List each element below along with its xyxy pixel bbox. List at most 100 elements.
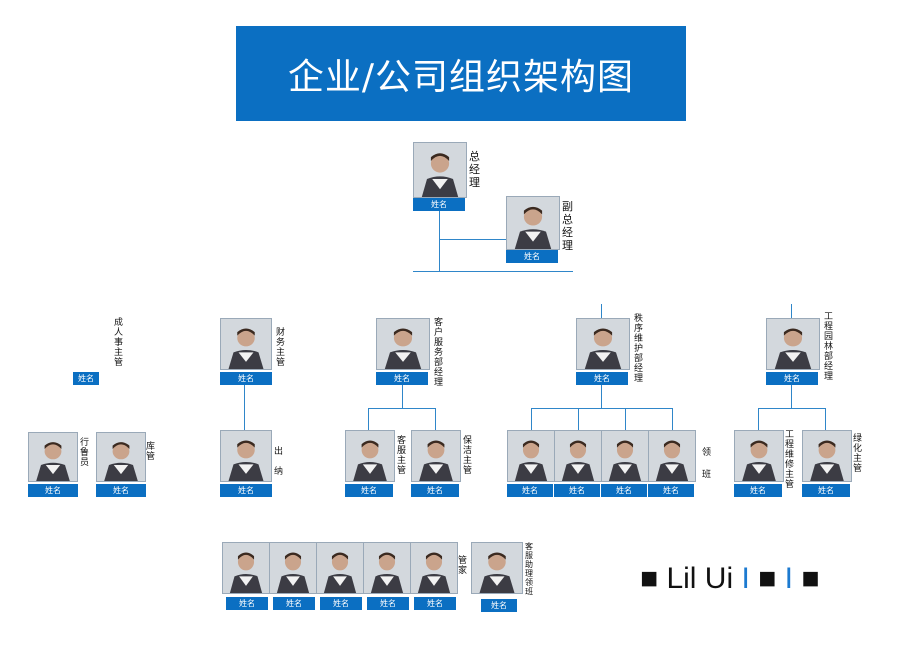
chart-title: 企业/公司组织架构图 — [236, 26, 686, 121]
node-cs-supervisor: 姓名 客服主管 — [345, 430, 411, 497]
person-photo — [766, 318, 820, 370]
connector — [402, 384, 403, 408]
name-tag: 姓名 — [554, 484, 600, 497]
connector — [758, 408, 826, 409]
footer-brand: ■ Lil Ui I ■ I ■ — [640, 562, 819, 596]
node-team-member: 姓名 — [648, 430, 696, 497]
node-housekeeper: 姓名 — [222, 542, 270, 612]
person-photo — [269, 542, 317, 594]
node-housekeeper: 姓名 — [410, 542, 458, 612]
name-tag: 姓名 — [220, 372, 272, 385]
node-security-manager: 姓名 秩序维护部经理 — [576, 314, 656, 385]
role-label: 客服助理领班 — [525, 542, 533, 596]
person-photo — [648, 430, 696, 482]
name-tag: 姓名 — [734, 484, 782, 497]
connector — [413, 271, 573, 272]
name-tag: 姓名 — [226, 597, 268, 610]
role-label: 绿化主管 — [853, 434, 863, 474]
node-team-member: 姓名 — [554, 430, 602, 497]
name-tag: 姓名 — [96, 484, 146, 497]
person-photo — [802, 430, 852, 482]
square-mark: ■ — [801, 562, 820, 595]
person-photo — [576, 318, 630, 370]
role-label: 成人事主管 — [114, 318, 124, 368]
name-tag: 姓名 — [413, 198, 465, 211]
role-label: 库管 — [146, 442, 156, 462]
node-warehouse: 姓名 库管 — [96, 432, 162, 498]
person-photo — [376, 318, 430, 370]
connector — [601, 384, 602, 408]
node-finance-manager: 姓名 财务主管 — [220, 318, 290, 385]
connector — [578, 408, 579, 430]
name-tag: 姓名 — [414, 597, 456, 610]
name-tag: 姓名 — [766, 372, 818, 385]
node-cashier: 姓名 出纳 — [220, 430, 290, 497]
name-tag: 姓名 — [320, 597, 362, 610]
connector — [531, 408, 672, 409]
name-tag: 姓名 — [345, 484, 393, 497]
name-tag: 姓名 — [376, 372, 428, 385]
brand-text: ■ Lil Ui — [640, 562, 734, 595]
square-mark: ■ — [758, 562, 777, 595]
node-cs-manager: 姓名 客户服务部经理 — [376, 318, 456, 388]
person-photo — [507, 430, 555, 482]
connector — [439, 239, 506, 240]
role-label: 保洁主管 — [463, 436, 473, 476]
person-photo — [413, 142, 467, 198]
role-label: 财务主管 — [276, 328, 286, 368]
connector — [672, 408, 673, 430]
name-tag: 姓名 — [220, 484, 272, 497]
node-admin-staff: 姓名 行鲁员 — [28, 432, 94, 498]
person-photo — [222, 542, 270, 594]
node-team-member: 姓名 — [601, 430, 649, 497]
connector — [435, 408, 436, 430]
name-tag: 姓名 — [601, 484, 647, 497]
connector — [625, 408, 626, 430]
chart-title-text: 企业/公司组织架构图 — [287, 56, 635, 98]
bar-mark: I — [741, 562, 750, 595]
connector — [368, 408, 436, 409]
name-tag: 姓名 — [648, 484, 694, 497]
bar-mark: I — [784, 562, 793, 595]
role-label: 客户服务部经理 — [434, 318, 444, 388]
name-tag: 姓名 — [367, 597, 409, 610]
person-photo — [345, 430, 395, 482]
person-photo — [220, 430, 272, 482]
role-label: 副总经理 — [562, 200, 573, 252]
node-housekeeper: 姓名 — [316, 542, 364, 612]
node-cs-assistant: 姓名 客服助理领班 — [471, 542, 541, 612]
node-greening-supervisor: 姓名 绿化主管 — [802, 430, 868, 497]
name-tag: 姓名 — [73, 372, 99, 385]
person-photo — [316, 542, 364, 594]
name-tag: 姓名 — [576, 372, 628, 385]
role-label: 总经理 — [469, 150, 480, 189]
connector — [531, 408, 532, 430]
connector — [791, 304, 792, 318]
node-housekeeper: 姓名 — [269, 542, 317, 612]
connector — [368, 408, 369, 430]
person-photo — [471, 542, 523, 594]
connector — [758, 408, 759, 430]
person-photo — [363, 542, 411, 594]
person-photo — [28, 432, 78, 482]
person-photo — [220, 318, 272, 370]
person-photo — [96, 432, 146, 482]
role-label: 工程维修主管 — [785, 430, 795, 490]
name-tag: 姓名 — [28, 484, 78, 497]
node-deputy-gm: 姓名 副总经理 — [506, 196, 606, 266]
role-label: 出纳 — [274, 447, 284, 477]
name-tag: 姓名 — [411, 484, 459, 497]
node-housekeeper: 姓名 — [363, 542, 411, 612]
node-engineering-manager: 姓名 工程园林部经理 — [766, 312, 846, 385]
role-label: 客服主管 — [397, 436, 407, 476]
connector — [244, 384, 245, 430]
name-tag: 姓名 — [506, 250, 558, 263]
name-tag: 姓名 — [481, 599, 517, 612]
connector — [825, 408, 826, 430]
person-photo — [734, 430, 784, 482]
connector — [601, 304, 602, 318]
node-cleaning-supervisor: 姓名 保洁主管 — [411, 430, 477, 497]
name-tag: 姓名 — [507, 484, 553, 497]
person-photo — [506, 196, 560, 250]
person-photo — [411, 430, 461, 482]
